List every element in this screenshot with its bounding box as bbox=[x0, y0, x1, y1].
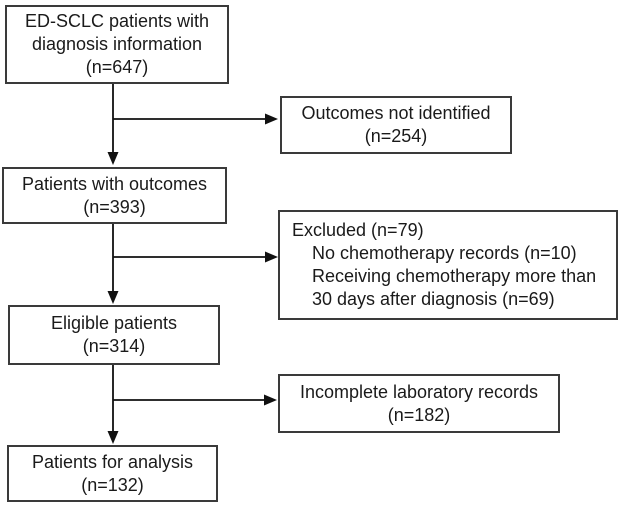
box-excluded-reason2-cont: 30 days after diagnosis (n=69) bbox=[312, 289, 555, 309]
arrow-branch-outcomes-not-identified bbox=[113, 113, 278, 125]
box-patients-with-outcomes-label: Patients with outcomes bbox=[21, 173, 208, 194]
arrow-outcomes-to-eligible bbox=[107, 224, 119, 304]
box-excluded-header: Excluded (n=79) bbox=[292, 220, 424, 240]
box-outcomes-not-identified-count: (n=254) bbox=[364, 126, 428, 146]
box-diagnosis-patients: ED-SCLC patients with diagnosis informat… bbox=[5, 5, 229, 84]
box-diagnosis-count: (n=647) bbox=[85, 57, 149, 77]
box-outcomes-not-identified: Outcomes not identified (n=254) bbox=[280, 96, 512, 154]
arrow-branch-excluded bbox=[113, 251, 278, 263]
box-patients-for-analysis: Patients for analysis (n=132) bbox=[7, 445, 218, 502]
box-excluded-reason1: No chemotherapy records (n=10) bbox=[312, 243, 577, 263]
box-analysis-count: (n=132) bbox=[81, 474, 144, 495]
box-eligible-label: Eligible patients bbox=[50, 313, 178, 333]
box-incomplete-lab-records: Incomplete laboratory records (n=182) bbox=[278, 374, 560, 433]
box-patients-with-outcomes: Patients with outcomes (n=393) bbox=[2, 167, 227, 224]
box-excluded: Excluded (n=79) No chemotherapy records … bbox=[278, 210, 618, 320]
arrow-diagnosis-to-outcomes bbox=[107, 84, 119, 165]
box-analysis-label: Patients for analysis bbox=[31, 451, 194, 472]
box-incomplete-lab-count: (n=182) bbox=[387, 404, 451, 425]
box-patients-with-outcomes-count: (n=393) bbox=[83, 196, 146, 217]
arrow-eligible-to-analysis bbox=[107, 365, 119, 444]
box-incomplete-lab-label: Incomplete laboratory records bbox=[299, 381, 539, 402]
box-outcomes-not-identified-label: Outcomes not identified bbox=[301, 103, 491, 123]
box-eligible-patients: Eligible patients (n=314) bbox=[8, 305, 220, 365]
box-diagnosis-line1: ED-SCLC patients with bbox=[24, 11, 210, 31]
box-diagnosis-line2: diagnosis information bbox=[31, 34, 203, 54]
box-excluded-reason2: Receiving chemotherapy more than bbox=[312, 266, 597, 286]
arrow-branch-incomplete-lab bbox=[113, 394, 277, 406]
box-eligible-count: (n=314) bbox=[82, 336, 146, 356]
